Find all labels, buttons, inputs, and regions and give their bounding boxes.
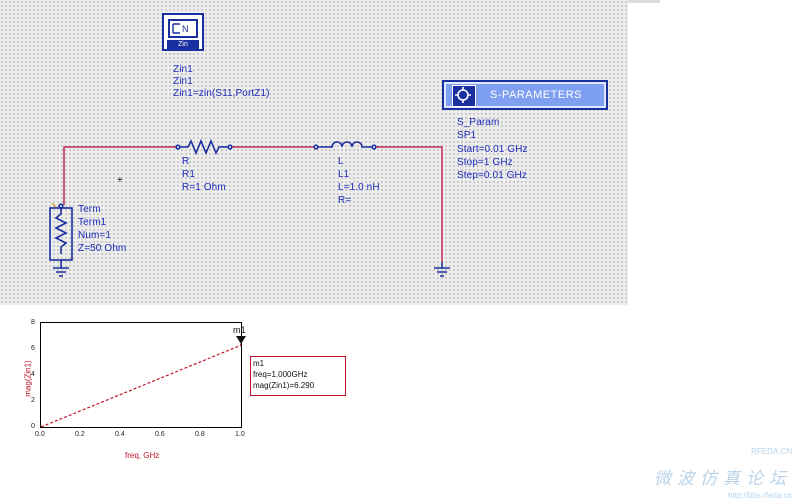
watermark-title: 微波仿真论坛 — [654, 469, 792, 488]
svg-text:N: N — [182, 24, 189, 34]
data-point — [239, 344, 243, 347]
marker-readout-line-2: freq=1.000GHz — [253, 370, 308, 379]
watermark-brand: RFEDA.CN — [751, 447, 792, 456]
x-tick-label: 0.0 — [35, 431, 45, 438]
inductor-name-label: L1 — [338, 169, 350, 180]
inductor-r-label: R= — [338, 195, 352, 206]
inductor-value-label: L=1.0 nH — [338, 182, 380, 193]
resistor-r1-symbol[interactable] — [175, 138, 233, 156]
y-tick-label: 0 — [31, 423, 35, 430]
inductor-l1-symbol[interactable] — [313, 141, 377, 150]
resistor-type-label: R — [182, 156, 190, 167]
term-type-label: Term — [78, 204, 101, 215]
zin-instance-label: Zin1 — [173, 64, 193, 75]
term1-symbol[interactable] — [49, 203, 73, 277]
marker-readout-line-3: mag(Zin1)=6.290 — [253, 381, 315, 390]
rectangular-plot[interactable] — [39, 322, 243, 429]
term-num-label: Num=1 — [78, 230, 112, 241]
data-series-line — [40, 344, 242, 428]
plot-svg — [39, 344, 243, 429]
x-tick-label: 0.6 — [155, 431, 165, 438]
schematic-wiring — [49, 138, 450, 277]
sparam-type-label: S_Param — [457, 117, 500, 128]
sparam-start-label: Start=0.01 GHz — [457, 144, 528, 155]
term-name-label: Term1 — [78, 217, 107, 228]
sparam-name-label: SP1 — [457, 130, 477, 141]
canvas-edge — [628, 0, 660, 3]
s-parameters-controller[interactable]: S-PARAMETERS — [442, 80, 608, 110]
x-tick-label: 0.4 — [115, 431, 125, 438]
x-tick-label: 0.2 — [75, 431, 85, 438]
y-tick-label: 2 — [31, 397, 35, 404]
sparam-gear-icon — [452, 85, 476, 107]
marker-triangle-icon[interactable] — [236, 336, 246, 344]
x-tick-label: 0.8 — [195, 431, 205, 438]
marker-label: m1 — [233, 325, 246, 335]
x-tick-label: 1.0 — [235, 431, 245, 438]
sparam-step-label: Step=0.01 GHz — [457, 170, 527, 181]
inductor-type-label: L — [338, 156, 344, 167]
zin-measurement-component[interactable]: N Zin — [162, 13, 204, 51]
port-marker — [51, 202, 57, 208]
watermark-url: http://bbs.rfeda.cn — [727, 491, 792, 500]
cursor-crosshair: + — [117, 175, 123, 186]
zin-equation-label: Zin1=zin(S11,PortZ1) — [173, 88, 270, 99]
plot-x-axis-label: freq, GHz — [125, 451, 160, 460]
sparam-stop-label: Stop=1 GHz — [457, 157, 513, 168]
y-tick-label: 4 — [31, 371, 35, 378]
zin-port-icon: N — [168, 19, 198, 38]
term-z-label: Z=50 Ohm — [78, 243, 127, 254]
ground-icon — [434, 262, 450, 277]
y-tick-label: 6 — [31, 345, 35, 352]
forum-watermark: RFEDA.CN 微波仿真论坛 http://bbs.rfeda.cn — [654, 447, 792, 500]
resistor-name-label: R1 — [182, 169, 195, 180]
marker-readout-line-1: m1 — [253, 359, 265, 368]
marker-readout-box[interactable]: m1 freq=1.000GHz mag(Zin1)=6.290 — [250, 356, 346, 396]
sparam-title: S-PARAMETERS — [490, 89, 582, 101]
resistor-value-label: R=1 Ohm — [182, 182, 226, 193]
y-tick-label: 8 — [31, 319, 35, 326]
schematic-canvas[interactable] — [0, 0, 628, 305]
zin-type-label: Zin — [167, 40, 199, 49]
zin-name-label: Zin1 — [173, 76, 193, 87]
